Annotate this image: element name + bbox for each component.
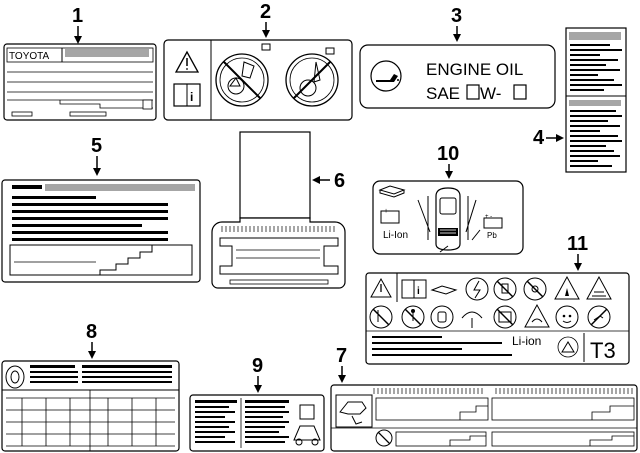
callout-number-3: 3 bbox=[451, 5, 462, 27]
no-spark-icon bbox=[523, 277, 547, 301]
callout-10: 10 bbox=[437, 143, 459, 179]
recycle-icon bbox=[557, 336, 579, 358]
callout-number-5: 5 bbox=[91, 135, 102, 157]
no-touch-icon bbox=[493, 277, 517, 301]
car-seat-diagram-icon bbox=[293, 404, 321, 446]
callout-number-9: 9 bbox=[252, 355, 263, 377]
li-ion-text: Li-Ion bbox=[383, 230, 408, 241]
callout-11: 11 bbox=[567, 233, 588, 271]
explosive-gas-icon bbox=[554, 275, 580, 300]
callout-2: 2 bbox=[260, 1, 271, 38]
warning-triangle-icon bbox=[370, 277, 392, 298]
toyota-brand-text: TOYOTA bbox=[9, 51, 50, 62]
manual-icon: i bbox=[401, 279, 427, 299]
callout-4: 4 bbox=[533, 127, 564, 149]
callout-7: 7 bbox=[336, 345, 347, 383]
label-2: i bbox=[163, 39, 353, 121]
battery-li-ion-icon: + - bbox=[380, 208, 400, 224]
callout-1: 1 bbox=[72, 5, 83, 44]
label-11: i bbox=[365, 272, 630, 365]
label-4 bbox=[565, 27, 627, 173]
label-9 bbox=[189, 394, 325, 452]
label-6 bbox=[211, 131, 346, 289]
callout-5: 5 bbox=[91, 135, 102, 176]
callout-9: 9 bbox=[252, 355, 263, 393]
engine-oil-text: ENGINE OIL bbox=[426, 60, 523, 79]
label-1: TOYOTA bbox=[3, 43, 157, 121]
car-hood-hand-icon bbox=[339, 401, 367, 425]
callout-number-7: 7 bbox=[336, 345, 347, 367]
li-ion-text: Li-ion bbox=[512, 334, 541, 348]
car-top-view-icon bbox=[417, 187, 477, 253]
callout-number-8: 8 bbox=[86, 321, 97, 343]
tire-icon bbox=[5, 365, 25, 389]
acid-burn-icon bbox=[524, 303, 550, 328]
callout-3: 3 bbox=[451, 5, 462, 42]
no-disassemble-icon bbox=[493, 305, 517, 329]
label-7 bbox=[330, 384, 638, 452]
label-8 bbox=[1, 360, 180, 452]
battery-lead-acid-icon: + - bbox=[483, 214, 503, 229]
label-3: ENGINE OIL SAE W- bbox=[359, 44, 556, 109]
svg-text:i: i bbox=[190, 90, 193, 104]
battery-polarity-text: + - bbox=[384, 208, 393, 215]
label-code-t3: T3 bbox=[590, 338, 616, 363]
svg-text:+ -: + - bbox=[485, 214, 492, 220]
svg-text:i: i bbox=[417, 286, 420, 297]
high-voltage-icon bbox=[465, 277, 489, 301]
callout-number-2: 2 bbox=[260, 1, 271, 23]
callout-number-6: 6 bbox=[334, 170, 345, 192]
no-open-icon bbox=[369, 305, 393, 329]
callout-number-4: 4 bbox=[533, 127, 545, 149]
barcode bbox=[65, 49, 149, 57]
manual-book-icon bbox=[378, 185, 406, 198]
callout-number-1: 1 bbox=[72, 5, 83, 27]
callout-6: 6 bbox=[312, 170, 345, 192]
owners-manual-icon: i bbox=[173, 83, 201, 107]
label-5 bbox=[1, 179, 201, 283]
callout-number-11: 11 bbox=[567, 233, 588, 255]
warning-triangle-icon bbox=[174, 50, 200, 73]
no-water-icon bbox=[461, 311, 483, 328]
no-fan-contact-icon bbox=[215, 43, 271, 107]
label-10: + - Li-Ion + - Pb bbox=[372, 180, 524, 255]
no-person-icon bbox=[401, 305, 425, 329]
acid-warning-icon bbox=[586, 275, 612, 300]
no-hand-icon bbox=[587, 305, 611, 329]
viscosity-w-text: W- bbox=[480, 84, 501, 103]
oil-can-icon bbox=[370, 60, 402, 92]
pb-text: Pb bbox=[487, 231, 497, 240]
callout-number-10: 10 bbox=[437, 143, 459, 165]
manual-book-icon bbox=[430, 285, 458, 295]
no-smoking-icon bbox=[375, 429, 393, 447]
eye-protection-icon bbox=[430, 305, 454, 329]
sae-text: SAE bbox=[426, 84, 460, 103]
no-face-icon bbox=[555, 305, 579, 329]
no-hand-fan-icon bbox=[285, 47, 339, 107]
callout-8: 8 bbox=[86, 321, 97, 359]
